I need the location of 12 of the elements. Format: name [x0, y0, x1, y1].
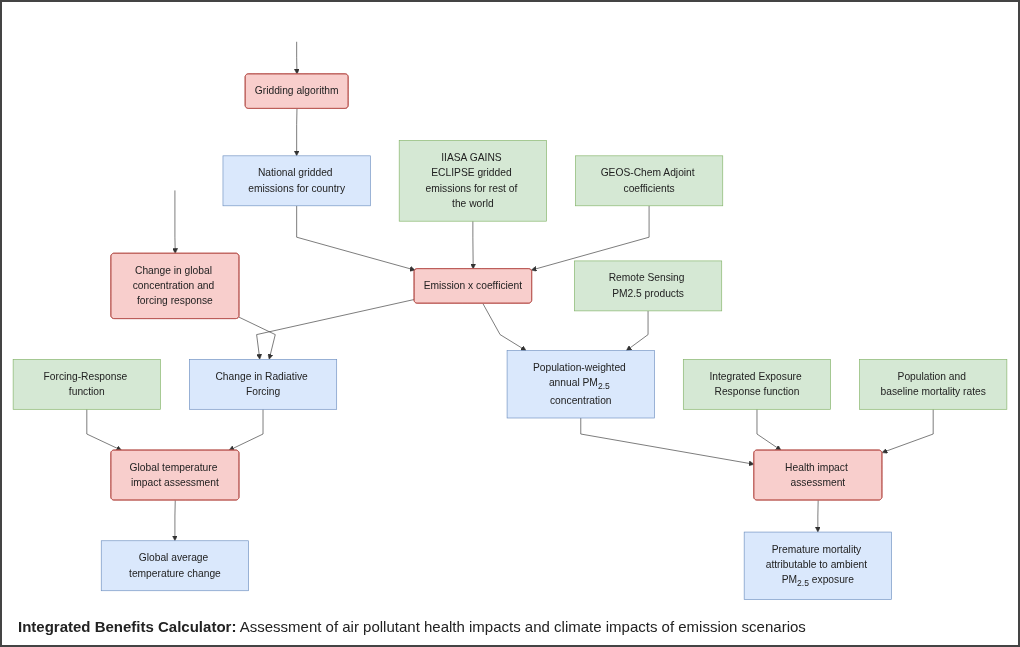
node-box: Population and baseline mortality rates	[859, 359, 1008, 410]
caption: Integrated Benefits Calculator: Assessment of air pollutant health impacts and climate impacts of emission scenarios	[18, 618, 807, 635]
node-box: IIASA GAINS ECLIPSE gridded emissions for rest of the world	[398, 140, 547, 222]
node-box: Population-weighted annual PM$_{2.5}$ concentration	[506, 350, 655, 419]
node-box: Premature mortality attributable to ambient PM$_{2.5}$ exposure	[743, 531, 892, 600]
node-box: Integrated Exposure Response function	[682, 359, 831, 410]
node-box: Global average temperature change	[100, 540, 249, 592]
node-box: Remote Sensing PM2.5 products	[574, 260, 723, 312]
node-box: GEOS-Chem Adjoint coefficients	[575, 155, 724, 207]
node-box: Forcing-Response function	[12, 359, 161, 410]
node-box: National gridded emissions for country	[222, 155, 371, 207]
node-box: Change in Radiative Forcing	[189, 359, 338, 410]
